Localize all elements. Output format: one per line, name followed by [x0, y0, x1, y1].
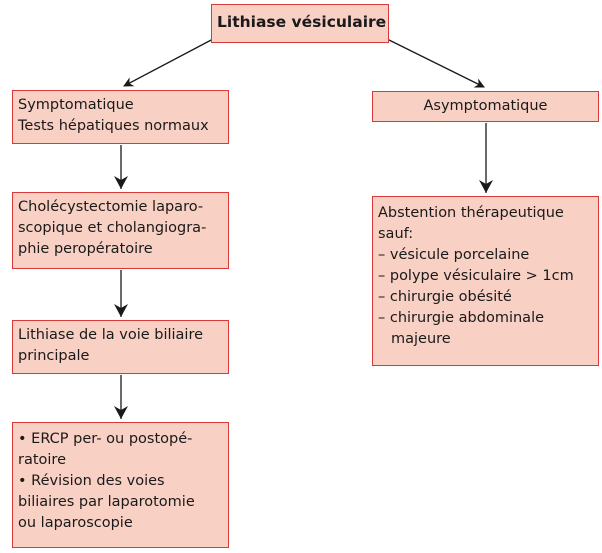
- node-text: principale: [18, 348, 90, 364]
- node-text: ratoire: [18, 452, 66, 468]
- arrow-root-to-symptomatique: [123, 37, 216, 87]
- exception-item: – chirurgie abdominale: [378, 310, 545, 326]
- node-text: Cholécystectomie laparo-: [18, 199, 204, 215]
- node-cholecystectomie: Cholécystectomie laparo- scopique et cho…: [12, 192, 229, 269]
- node-text: • ERCP per- ou postopé-: [18, 431, 193, 447]
- exception-item: – chirurgie obésité: [378, 289, 512, 305]
- exception-item-continuation: majeure: [391, 331, 451, 347]
- exception-item: – polype vésiculaire > 1cm: [378, 268, 574, 284]
- node-text: • Révision des voies: [18, 473, 165, 489]
- node-text: Lithiase vésiculaire: [217, 13, 387, 31]
- node-text: phie peropératoire: [18, 241, 153, 257]
- exception-item: – vésicule porcelaine: [378, 247, 530, 263]
- node-lithiase-vesiculaire: Lithiase vésiculaire: [211, 4, 389, 43]
- node-text: sauf:: [378, 226, 414, 242]
- node-symptomatique: Symptomatique Tests hépatiques normaux: [12, 90, 229, 144]
- node-abstention-therapeutique: Abstention thérapeutique sauf: – vésicul…: [372, 196, 599, 366]
- node-text: Abstention thérapeutique: [378, 205, 564, 221]
- node-text: biliaires par laparotomie: [18, 494, 195, 510]
- node-ercp-revision: • ERCP per- ou postopé- ratoire • Révisi…: [12, 422, 229, 548]
- node-text: ou laparoscopie: [18, 515, 133, 531]
- node-text: Symptomatique: [18, 97, 134, 113]
- node-text: Asymptomatique: [423, 98, 548, 114]
- node-text: scopique et cholangiogra-: [18, 220, 207, 236]
- node-asymptomatique: Asymptomatique: [372, 91, 599, 122]
- node-lithiase-voie-biliaire: Lithiase de la voie biliaire principale: [12, 320, 229, 374]
- node-text: Lithiase de la voie biliaire: [18, 327, 204, 343]
- arrow-root-to-asymptomatique: [384, 37, 485, 88]
- node-text: Tests hépatiques normaux: [18, 118, 209, 134]
